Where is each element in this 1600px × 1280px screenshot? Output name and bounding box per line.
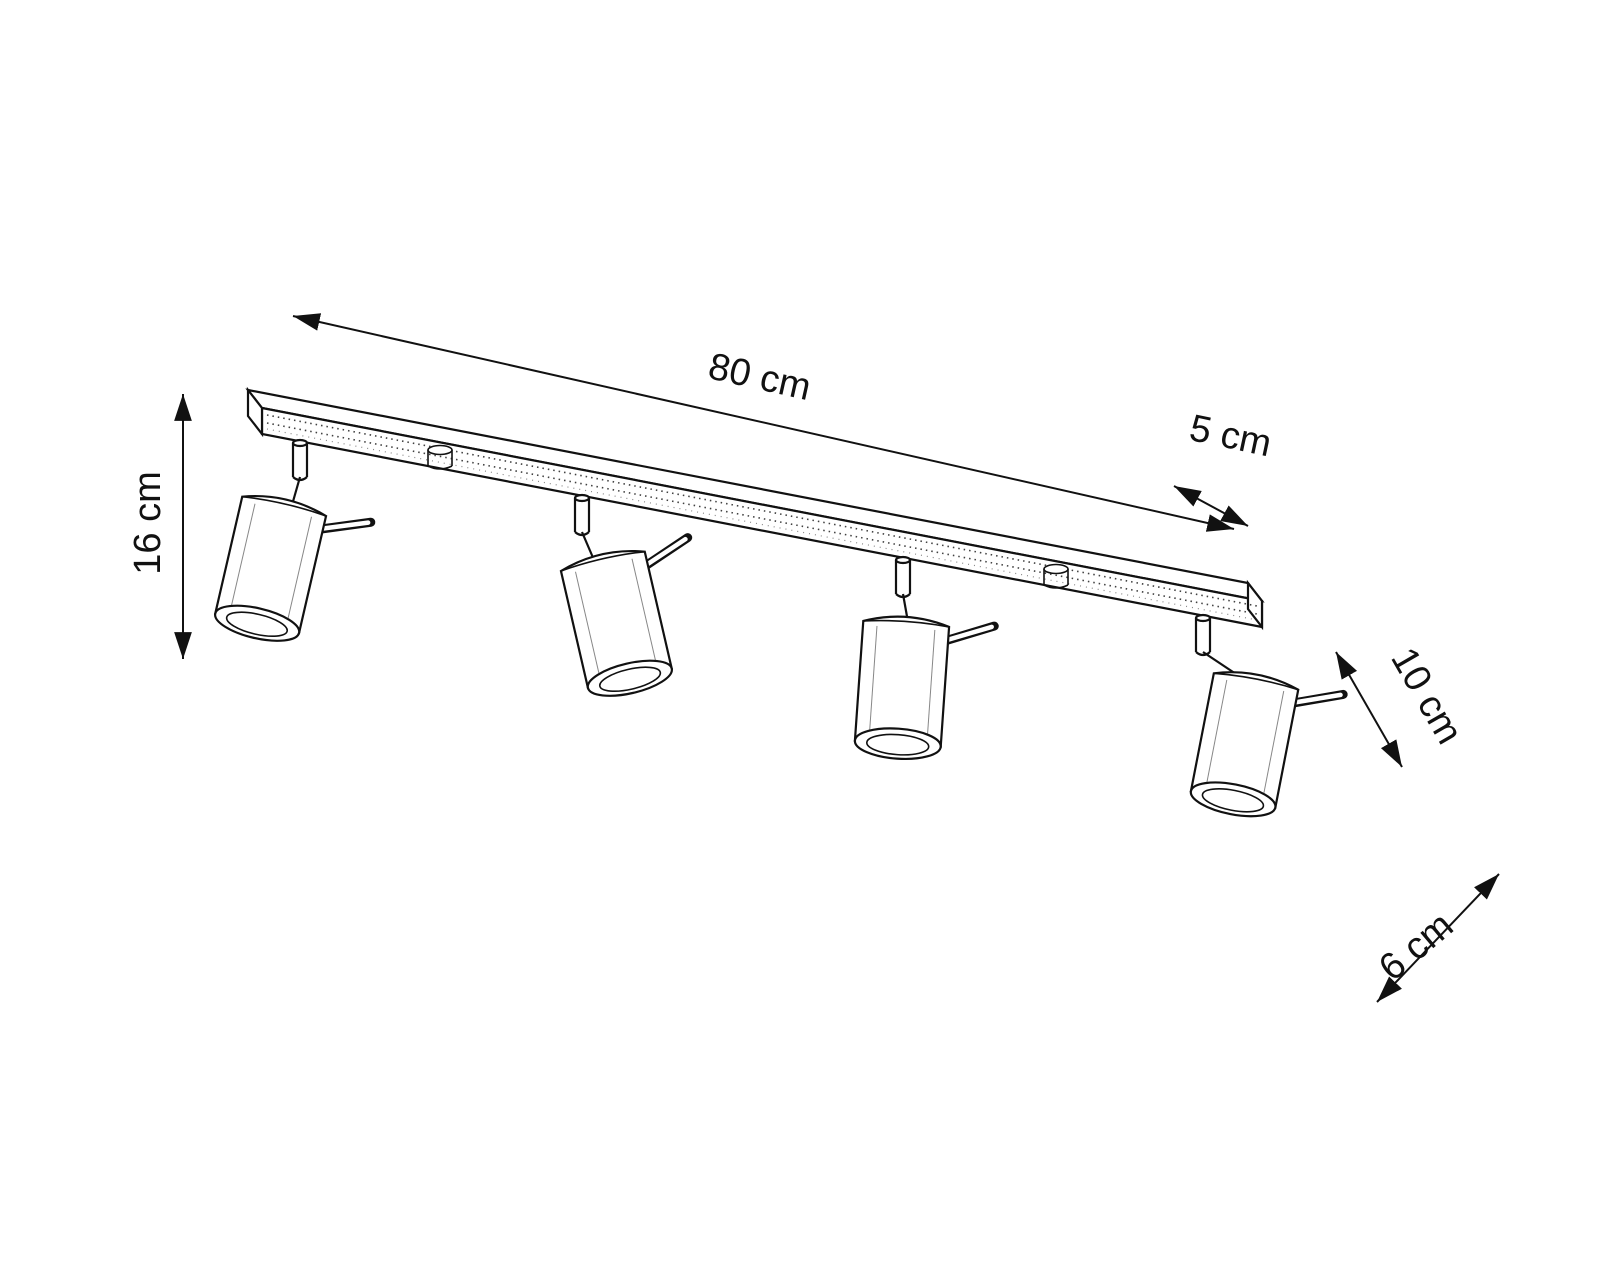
spot-stem: [573, 493, 591, 537]
rail-left-cap: [246, 386, 264, 438]
dim-rail-depth-label: 5 cm: [1186, 407, 1275, 465]
spot-yoke: [580, 531, 596, 561]
dim-spot-height: 10 cm: [1335, 641, 1470, 768]
spot-stem: [894, 555, 912, 599]
dim-spot-height-label: 10 cm: [1382, 641, 1470, 752]
dim-fixture-height-label: 16 cm: [127, 471, 169, 574]
mounting-rail: [245, 386, 1265, 631]
spot-cylinder: [1188, 666, 1344, 830]
dim-spot-diameter-label: 6 cm: [1371, 904, 1461, 989]
dim-spot-diameter-arrow: [1376, 873, 1500, 1003]
dim-rail-length-arrow: [292, 313, 1235, 532]
spotlight-4: [1188, 613, 1344, 831]
dim-rail-depth-arrow: [1173, 485, 1249, 527]
spot-cylinder: [212, 490, 372, 658]
dim-rail-length-label: 80 cm: [705, 346, 815, 410]
spot-stem: [291, 438, 309, 482]
spotlight-3: [854, 555, 995, 765]
rail-right-cap: [1246, 579, 1264, 631]
spot-stem: [1194, 613, 1212, 657]
dim-spot-height-arrow: [1335, 651, 1403, 768]
rail-front-face: [260, 406, 1264, 629]
spotlight-1: [212, 438, 372, 658]
spotlight-2: [559, 493, 719, 703]
dim-fixture-height: 16 cm: [127, 394, 192, 659]
spot-cylinder: [559, 535, 719, 703]
dim-rail-depth: 5 cm: [1173, 407, 1275, 527]
spot-cylinder: [854, 614, 995, 765]
dim-spot-diameter: 6 cm: [1371, 873, 1500, 1003]
rail-top-face: [245, 388, 1265, 603]
